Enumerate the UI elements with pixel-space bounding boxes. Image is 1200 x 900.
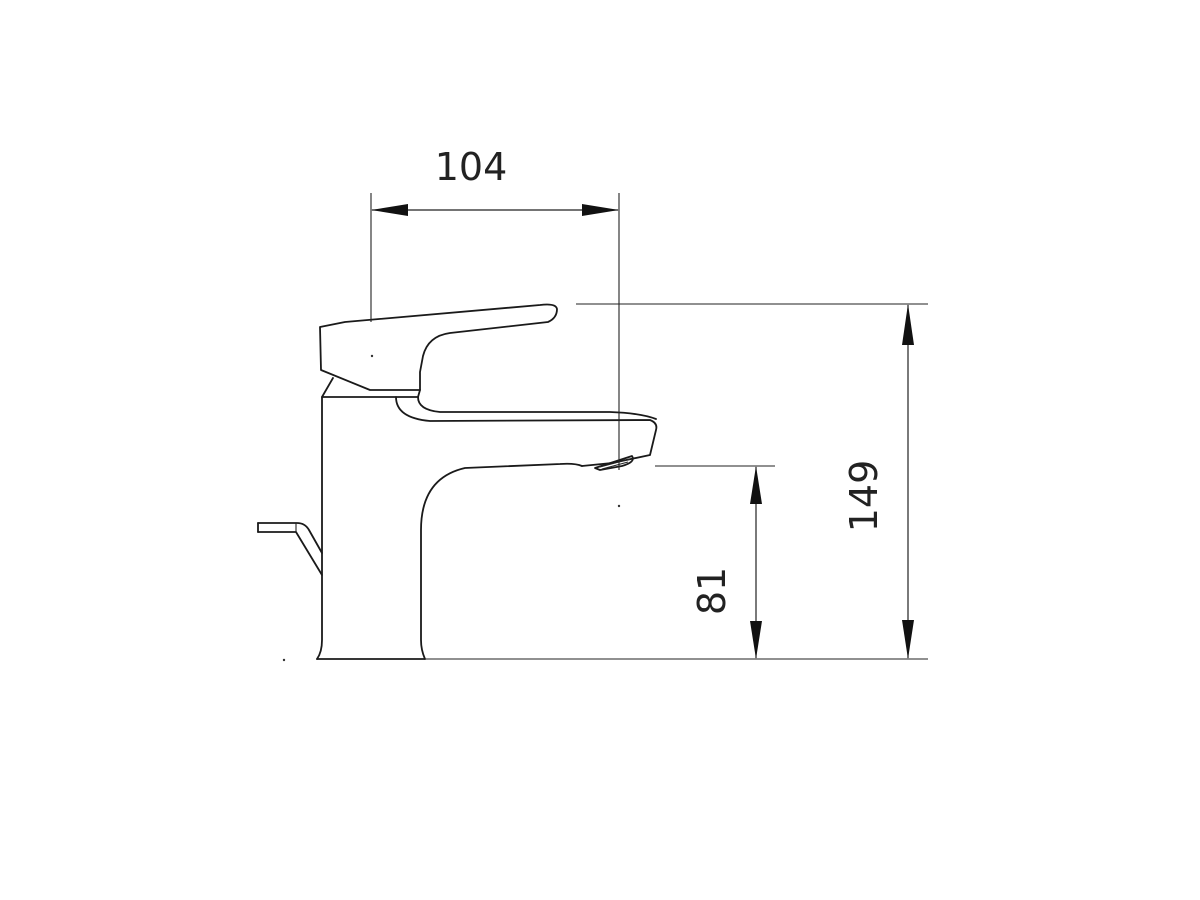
dimension-label-104: 104 <box>435 145 508 189</box>
body-left-edge <box>316 396 323 660</box>
lever-handle <box>319 303 558 391</box>
dimension-label-81: 81 <box>690 567 734 615</box>
extension-lines <box>370 193 928 660</box>
dimension-spout-height: 81 <box>690 466 762 659</box>
arrow-down-icon <box>902 620 914 659</box>
spout <box>395 396 658 467</box>
dimension-spout-reach: 104 <box>371 145 619 216</box>
faucet-outline <box>257 303 658 662</box>
reference-dot <box>282 658 286 662</box>
spout-collar <box>417 396 657 420</box>
dimension-total-height: 149 <box>842 304 914 659</box>
aerator <box>594 455 634 471</box>
dimension-label-149: 149 <box>842 460 886 533</box>
arrow-down-icon <box>750 621 762 659</box>
arrow-right-icon <box>582 204 619 216</box>
popup-rod <box>257 522 323 576</box>
handle-base-wedge <box>321 377 421 398</box>
reference-dot <box>370 354 374 358</box>
arrow-left-icon <box>371 204 408 216</box>
reference-dot <box>617 504 621 508</box>
arrow-up-icon <box>902 304 914 345</box>
body-right-edge <box>420 462 583 660</box>
arrow-up-icon <box>750 466 762 504</box>
